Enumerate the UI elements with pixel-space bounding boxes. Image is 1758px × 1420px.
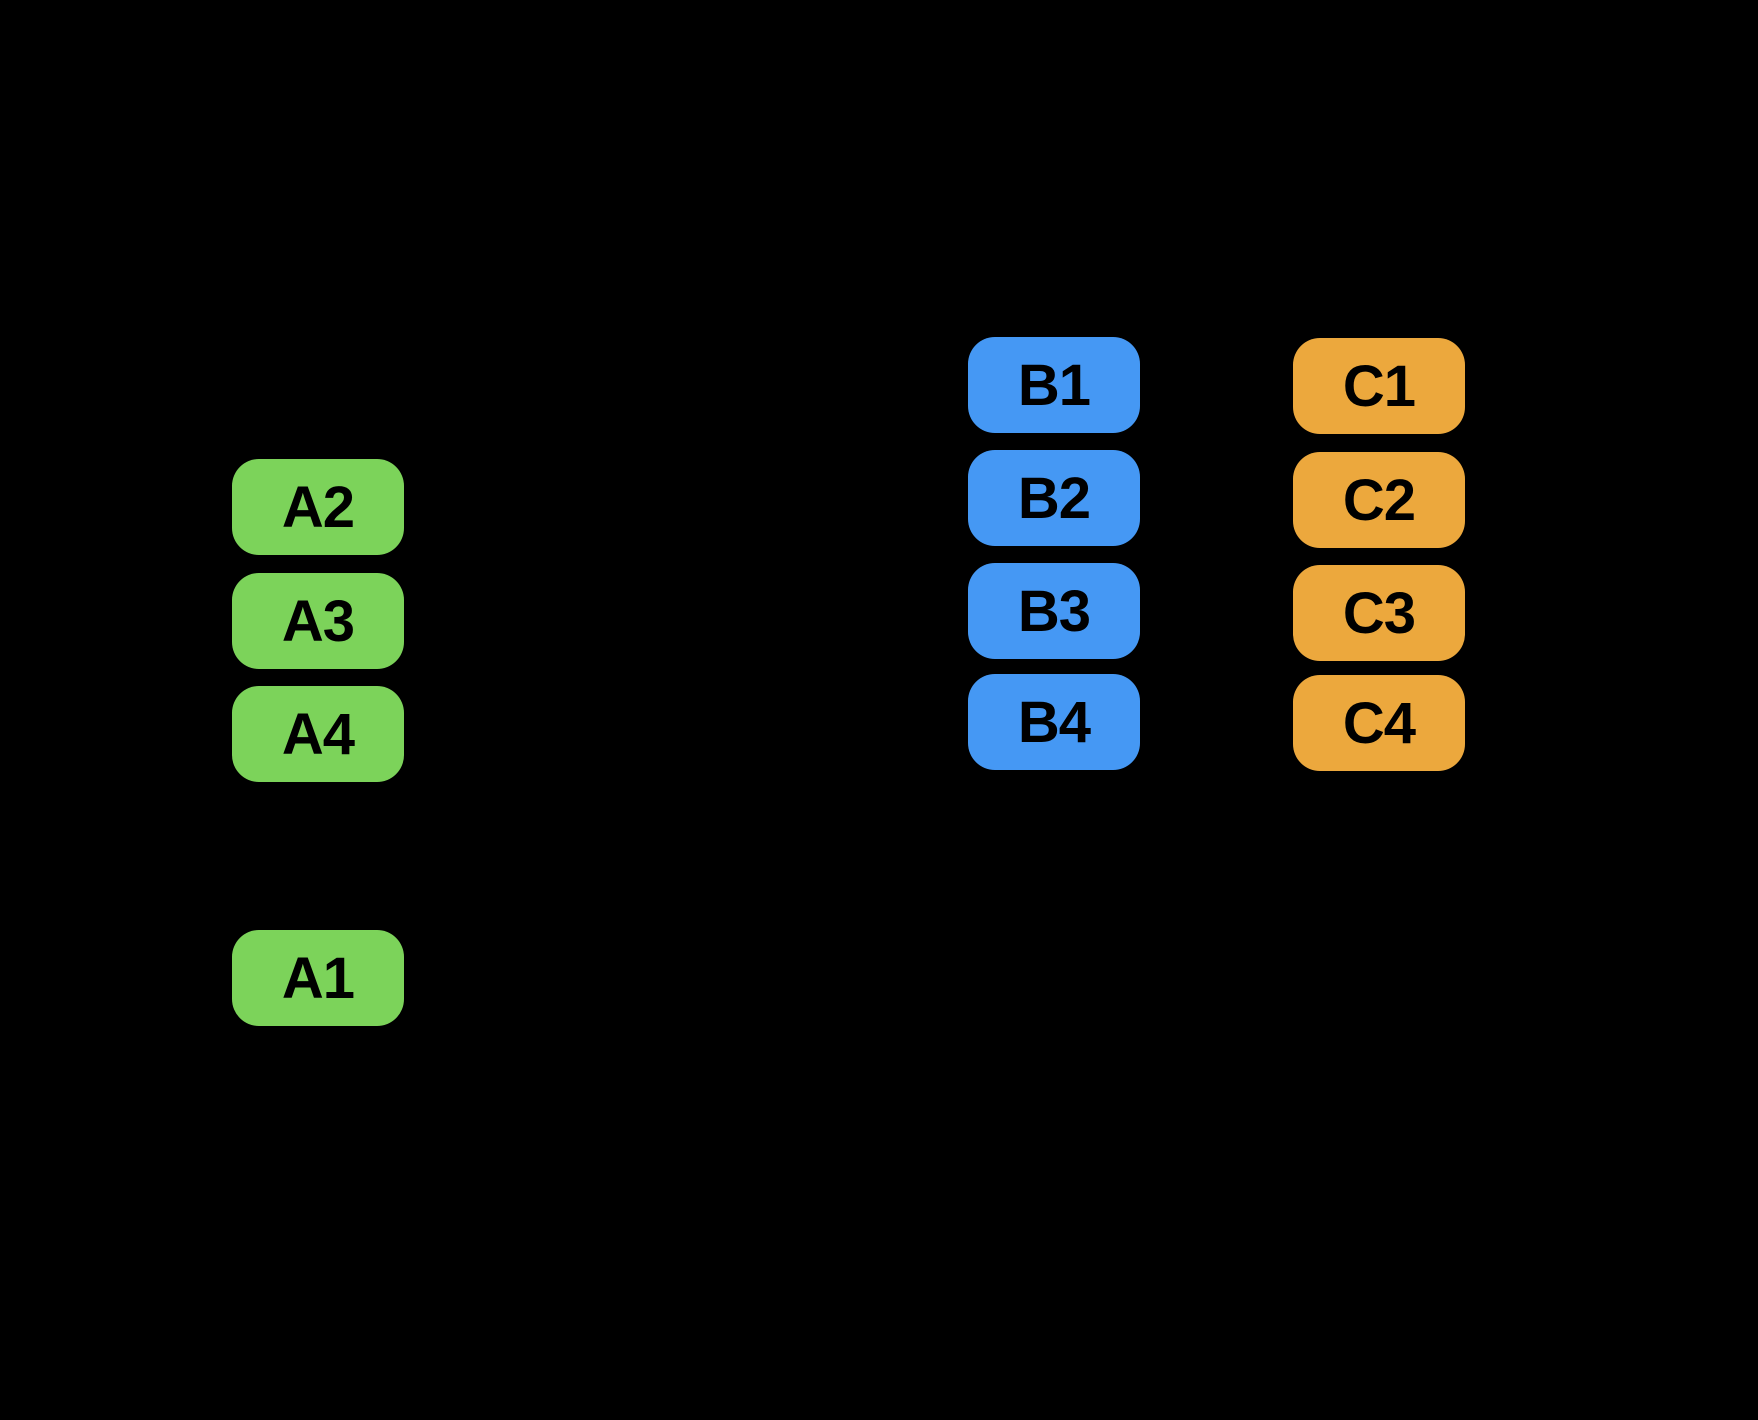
node-a4: A4 [232,686,404,782]
node-b4: B4 [968,674,1140,770]
node-b1: B1 [968,337,1140,433]
node-c4: C4 [1293,675,1465,771]
node-c3: C3 [1293,565,1465,661]
node-c2: C2 [1293,452,1465,548]
node-a1: A1 [232,930,404,1026]
node-b2: B2 [968,450,1140,546]
node-c1: C1 [1293,338,1465,434]
node-b3: B3 [968,563,1140,659]
node-a2: A2 [232,459,404,555]
node-a3: A3 [232,573,404,669]
